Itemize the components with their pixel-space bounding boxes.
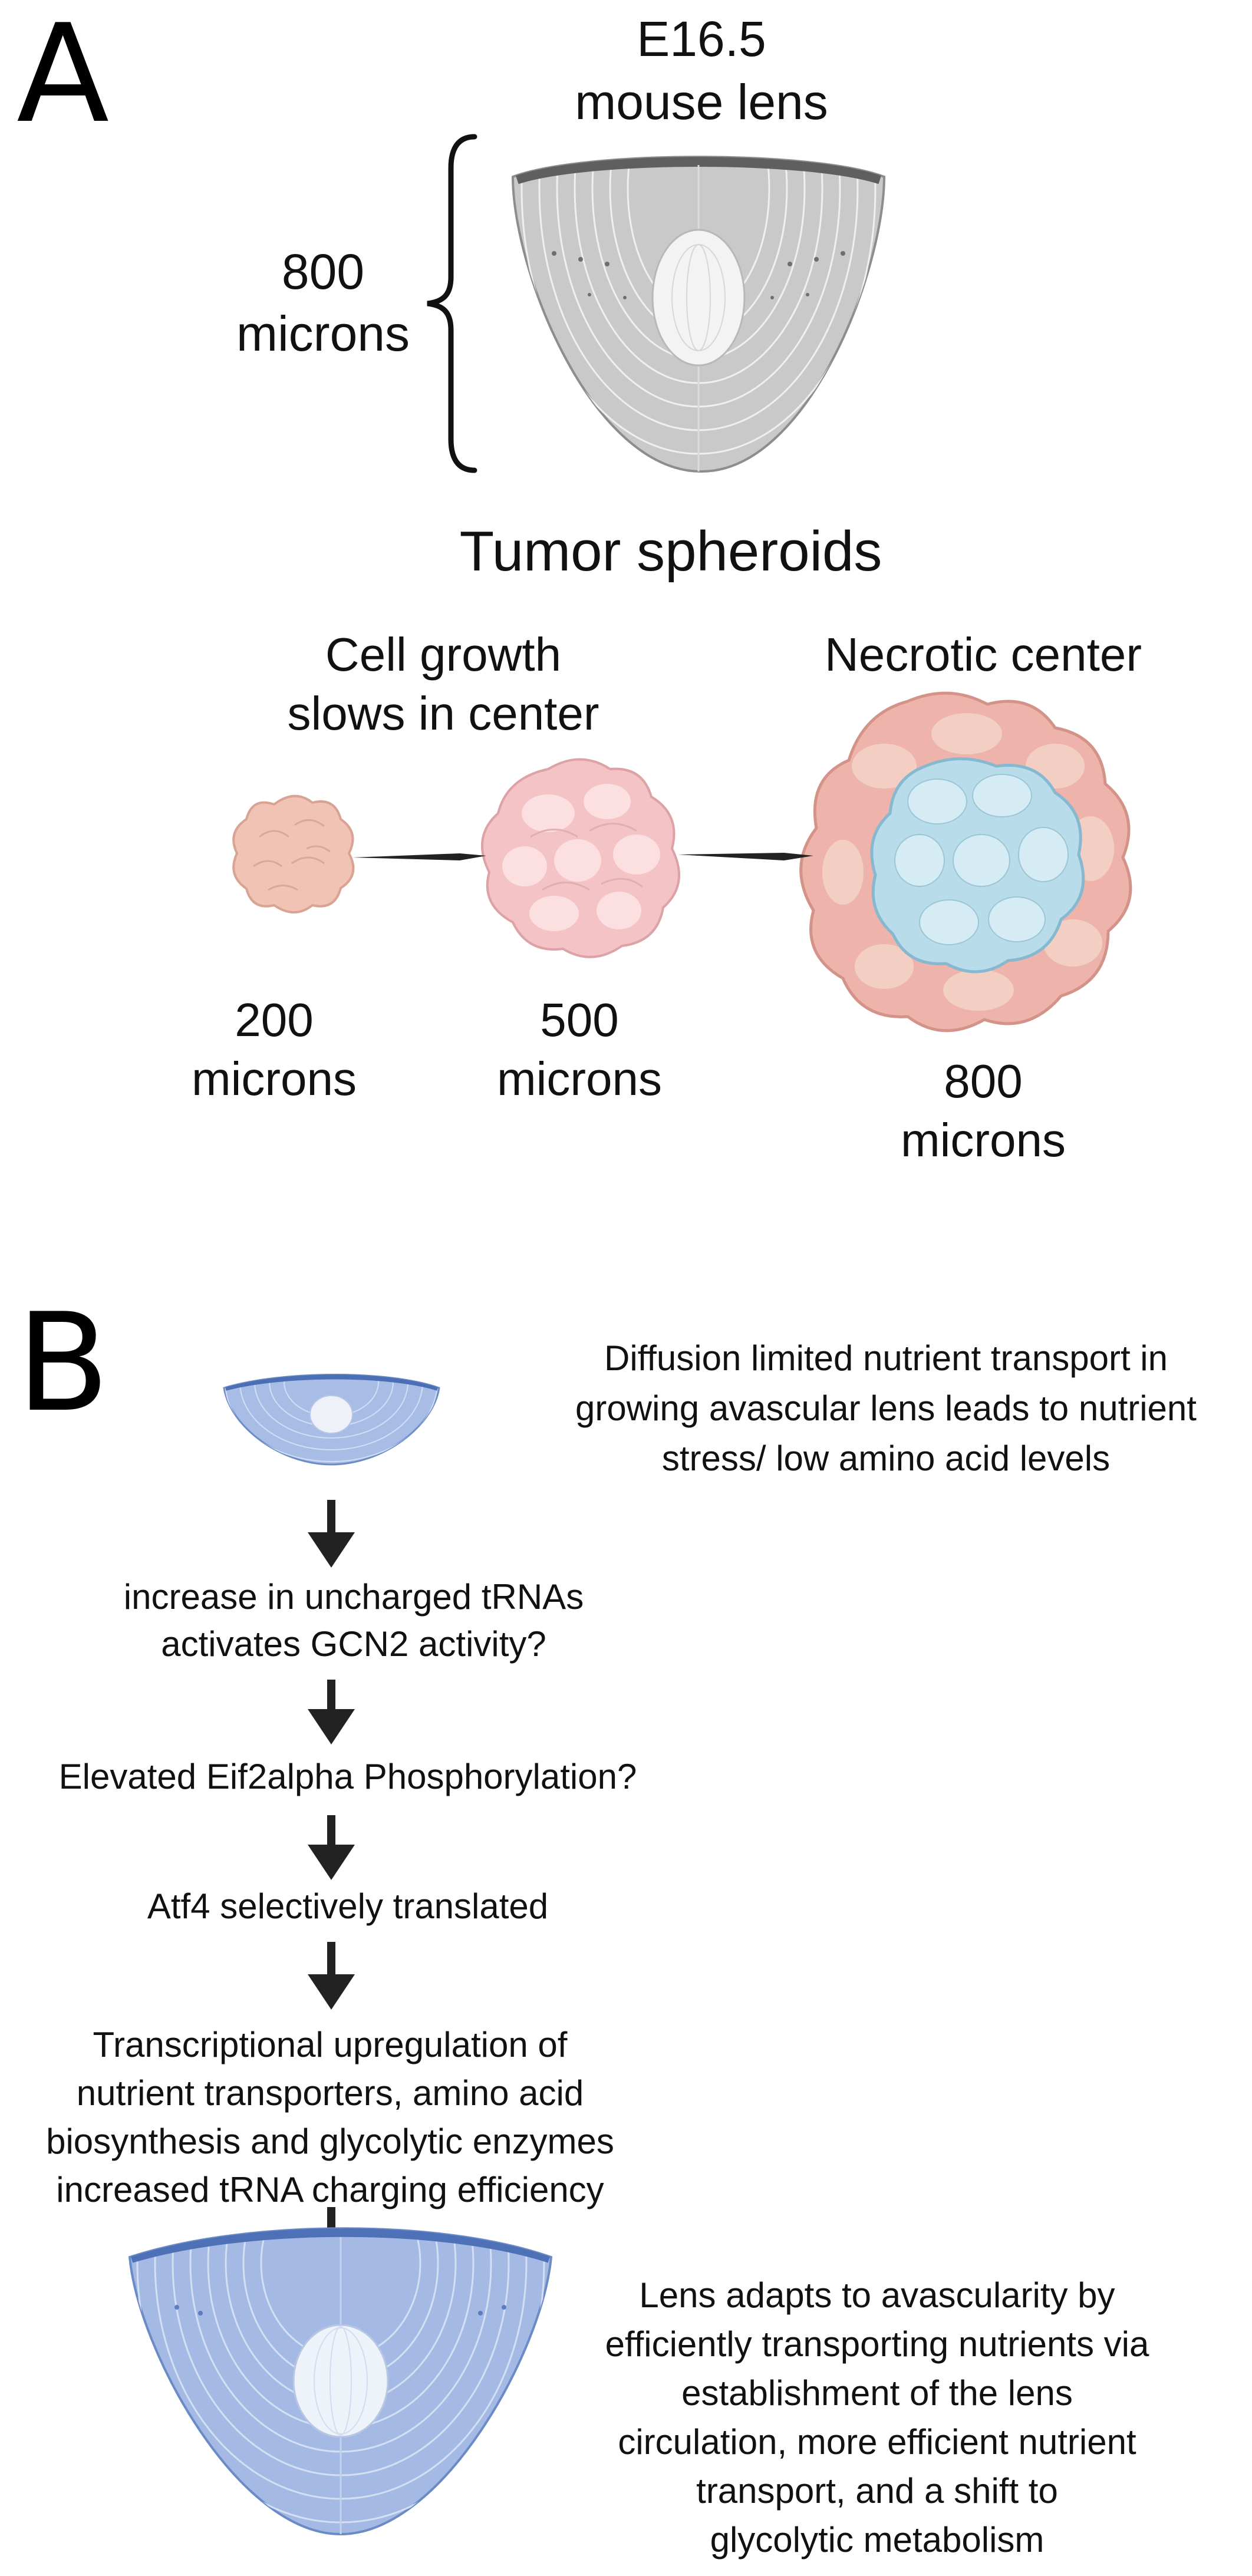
adaptation-text-line-4: circulation, more efficient nutrient	[618, 2422, 1136, 2462]
adaptation-text-line-2: efficiently transporting nutrients via	[605, 2324, 1149, 2364]
size-500-unit: microns	[497, 1053, 662, 1105]
step-upregulation-line-1: Transcriptional upregulation of	[93, 2025, 568, 2064]
nutrient-stress-text-line-3: stress/ low amino acid levels	[662, 1439, 1110, 1478]
step-gcn2-line-1: increase in uncharged tRNAs	[124, 1577, 584, 1617]
growth-label-line-1: Cell growth	[325, 628, 561, 681]
adaptation-text-line-3: establishment of the lens	[681, 2373, 1073, 2413]
spheroids-title: Tumor spheroids	[460, 520, 882, 583]
nutrient-stress-text-line-1: Diffusion limited nutrient transport in	[604, 1338, 1168, 1378]
size-brace	[427, 134, 477, 473]
spheroid-800-necrotic	[799, 691, 1132, 1033]
lens-title-line-1: E16.5	[637, 11, 766, 67]
flow-arrow-4	[308, 1942, 355, 2010]
lens-title-line-2: mouse lens	[575, 74, 828, 130]
size-200-number: 200	[235, 994, 313, 1046]
size-800-number: 800	[944, 1055, 1022, 1107]
panel-b-letter: B	[17, 1285, 110, 1442]
necrotic-label: Necrotic center	[825, 628, 1142, 681]
step-eif2alpha: Elevated Eif2alpha Phosphorylation?	[59, 1757, 637, 1796]
step-atf4: Atf4 selectively translated	[147, 1886, 548, 1926]
flow-arrow-2	[308, 1680, 355, 1744]
spheroid-200	[232, 794, 355, 913]
flow-arrow-3	[308, 1815, 355, 1880]
growth-arrow-1	[352, 853, 486, 860]
adaptation-text-line-5: transport, and a shift to	[696, 2471, 1058, 2511]
mouse-lens-gray	[511, 156, 886, 473]
step-upregulation-line-2: nutrient transporters, amino acid	[77, 2073, 584, 2113]
size-500-number: 500	[540, 994, 618, 1046]
lens-small-blue	[223, 1374, 440, 1466]
growth-label-line-2: slows in center	[287, 687, 599, 740]
growth-arrow-2	[678, 853, 813, 860]
adaptation-text-line-1: Lens adapts to avascularity by	[639, 2275, 1115, 2315]
flow-arrow-1	[308, 1500, 355, 1568]
panel-a-letter: A	[17, 0, 109, 153]
step-gcn2-line-2: activates GCN2 activity?	[161, 1624, 546, 1664]
size-200-unit: microns	[192, 1053, 357, 1105]
nutrient-stress-text-line-2: growing avascular lens leads to nutrient	[575, 1388, 1197, 1428]
lens-size-unit: microns	[236, 306, 410, 361]
step-upregulation-line-3: biosynthesis and glycolytic enzymes	[46, 2122, 614, 2161]
size-800-unit: microns	[901, 1114, 1066, 1166]
step-upregulation-line-4: increased tRNA charging efficiency	[56, 2170, 604, 2209]
lens-size-number: 800	[282, 244, 364, 299]
adaptation-text-line-6: glycolytic metabolism	[710, 2520, 1045, 2559]
spheroid-500	[481, 758, 680, 958]
lens-large-blue	[128, 2227, 553, 2536]
